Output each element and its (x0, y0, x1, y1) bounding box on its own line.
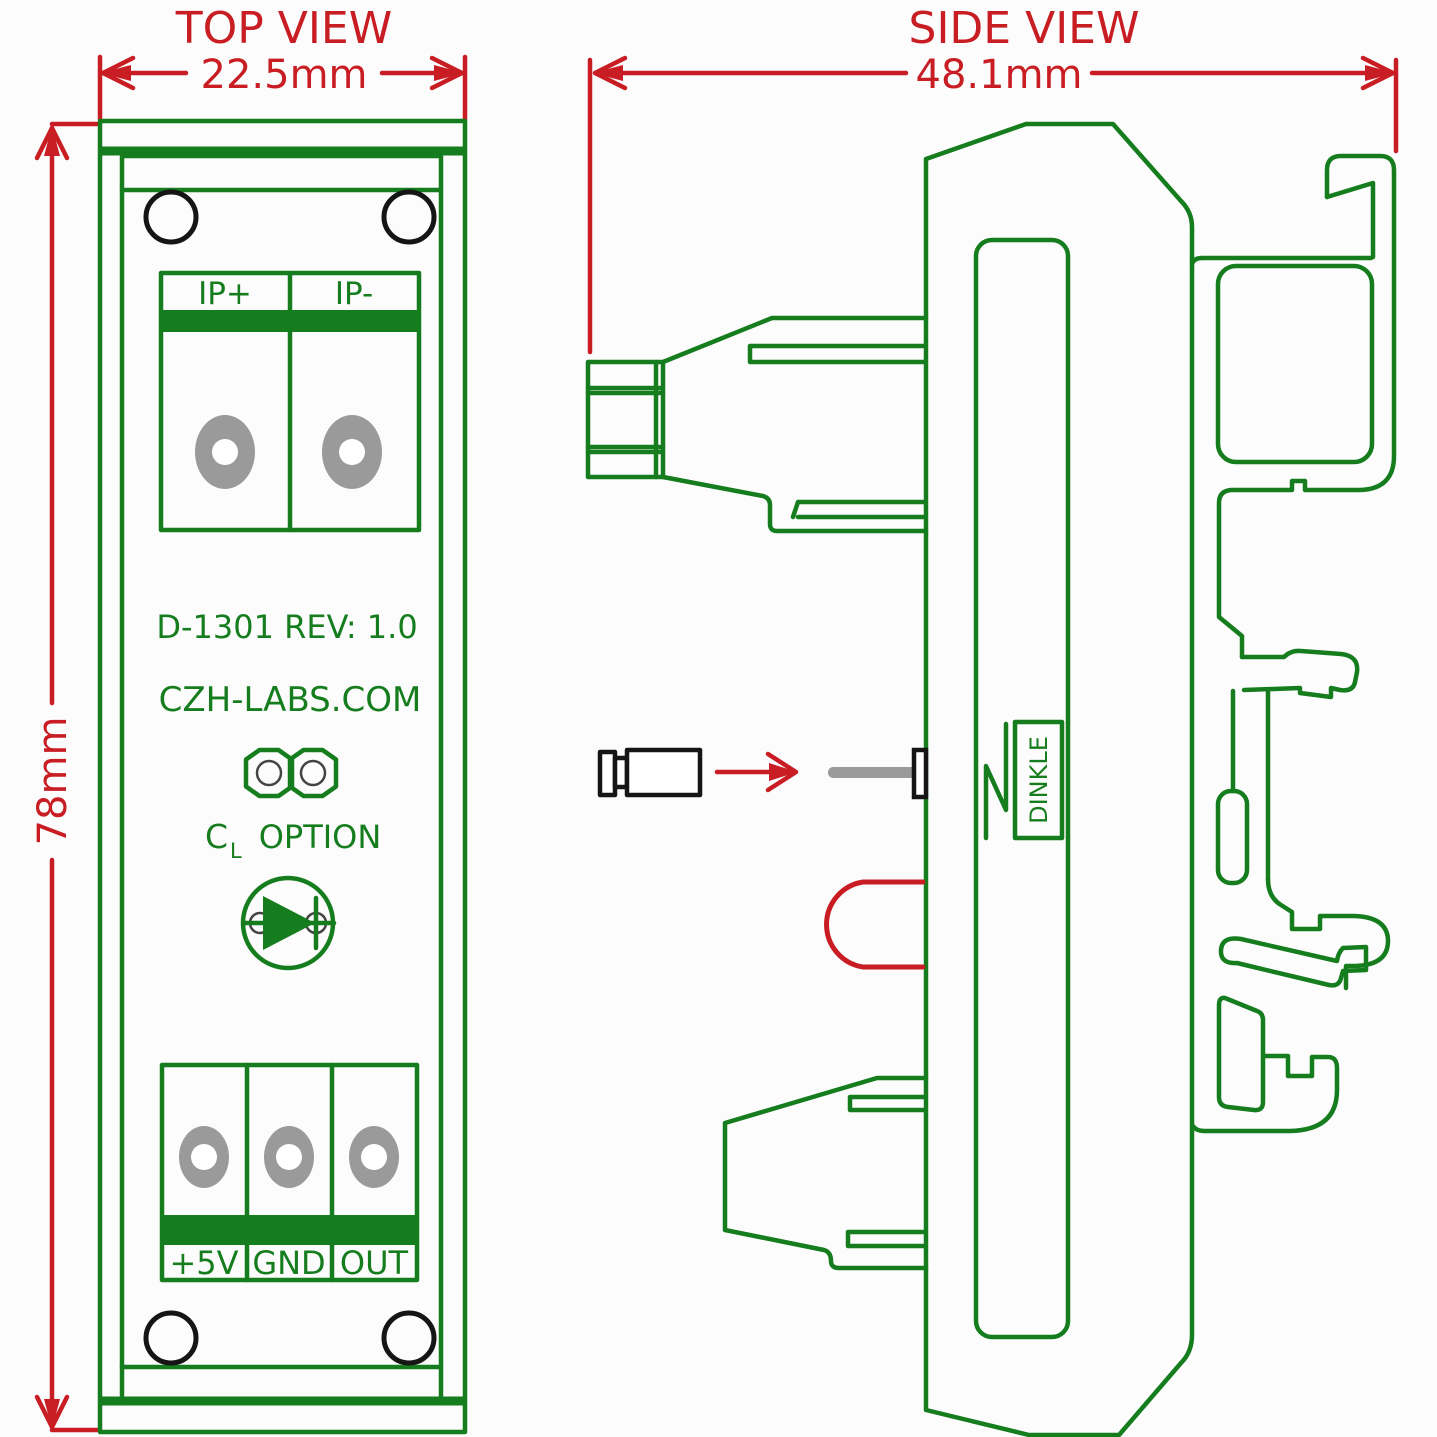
cl-option-sub: L (230, 839, 242, 863)
arrowhead-left (593, 65, 623, 81)
arrowhead-up-chevron (34, 125, 70, 161)
din-rail-and-clips (1189, 153, 1397, 1134)
arrowhead-down-chevron (34, 1394, 70, 1430)
module-shell-outline (97, 118, 468, 1435)
connector-outline (722, 1075, 929, 1271)
connector-pin-upper (747, 343, 927, 365)
terminal-label-gnd: GND (252, 1244, 325, 1282)
lower-connector (722, 1075, 929, 1271)
output-terminal-block: +5V GND OUT (159, 1062, 420, 1283)
carrier-body-outline (923, 121, 1195, 1437)
terminal-screw-hole (361, 1144, 387, 1170)
width-dimension-label: 22.5mm (201, 52, 368, 98)
terminal-screw-hole (276, 1144, 302, 1170)
clip-rib (1230, 688, 1271, 882)
rail-top-flange (1215, 263, 1375, 465)
diode-anode-triangle (263, 896, 315, 950)
arrowhead-up (44, 126, 60, 156)
side-view-title: SIDE VIEW (909, 3, 1140, 54)
cap-detail-lines (585, 359, 666, 480)
arrowhead-right (434, 65, 464, 81)
brand-box (1012, 719, 1065, 841)
clip-slot (1215, 788, 1250, 886)
terminal-screw-hole (191, 1144, 217, 1170)
arrowhead-right-chevron (429, 55, 465, 91)
connector-top-profile (660, 315, 929, 365)
pad-hole (299, 759, 327, 787)
upper-clip-finger (1239, 648, 1360, 700)
component-lead (828, 767, 918, 778)
cl-option-pads (243, 747, 339, 799)
terminal-label-ip-minus: IP- (335, 276, 373, 312)
terminal-block-outline (159, 1062, 420, 1283)
terminal-label-band (162, 1215, 417, 1245)
brand-mark: DINKLE (983, 719, 1065, 841)
pcb-outline (119, 153, 444, 1402)
claw-pocket-top (1189, 255, 1374, 267)
top-view-height-dimension: 78mm (30, 121, 100, 1433)
cl-option-label: C L OPTION (205, 817, 381, 863)
height-dimension-label: 78mm (30, 717, 76, 846)
terminal-label-ip-plus: IP+ (198, 276, 252, 312)
upper-connector (585, 315, 929, 534)
top-view-width-dimension: 22.5mm (97, 52, 468, 122)
mounting-hole (381, 189, 437, 245)
input-terminal-block: IP+ IP- (158, 270, 422, 533)
insert-arrow-chevron (765, 751, 799, 793)
clip-lightening-slot (1216, 995, 1266, 1113)
cl-option-c: C (205, 817, 228, 856)
arrowhead-down (44, 1399, 60, 1429)
connector-bottom-profile (660, 474, 929, 534)
arrowhead-right-chevron (1360, 55, 1396, 91)
insert-arrow-head (769, 763, 797, 781)
board-model-text: D-1301 REV: 1.0 (156, 608, 417, 646)
mounting-hole (143, 189, 199, 245)
octagon-pad (287, 747, 339, 799)
dinkle-logo-icon (983, 721, 1009, 841)
mounting-hole (381, 1310, 437, 1366)
side-view: SIDE VIEW 48.1mm DINKLE (585, 3, 1399, 1437)
connector-pin-lower (845, 1229, 927, 1249)
carrier-pcb-slot (973, 237, 1071, 1340)
arrowhead-right (1365, 65, 1395, 81)
top-view: TOP VIEW 22.5mm 78mm (30, 3, 468, 1435)
bottom-claw (1265, 876, 1391, 991)
arrowhead-left-chevron (592, 55, 628, 91)
led-profile (824, 879, 926, 970)
cl-option-rest: OPTION (259, 818, 382, 856)
diode-symbol (240, 875, 337, 971)
brand-label: DINKLE (1025, 736, 1053, 824)
width-dimension-label: 48.1mm (916, 52, 1083, 98)
top-claw-outline (1216, 153, 1397, 660)
connector-end-cap (585, 359, 666, 480)
spring-clip-arm (1218, 936, 1369, 988)
terminal-label-band (161, 310, 419, 332)
terminal-screw-hole (339, 439, 365, 465)
arrowhead-left (101, 65, 131, 81)
capacitor-body (624, 747, 703, 798)
board-website-text: CZH-LABS.COM (159, 680, 422, 720)
side-view-width-dimension: 48.1mm (587, 52, 1399, 355)
pad-hole (255, 759, 283, 787)
top-view-title: TOP VIEW (175, 3, 392, 54)
bottom-clip-hook (1190, 1053, 1340, 1134)
lead-socket (911, 747, 929, 800)
connector-pin-upper (847, 1094, 927, 1113)
top-claw-inner-notch (1324, 180, 1376, 260)
terminal-screw-hole (212, 439, 238, 465)
terminal-label-5v: +5V (169, 1244, 238, 1282)
arrowhead-left-chevron (100, 55, 136, 91)
connector-pin-lower (790, 499, 927, 520)
terminal-label-out: OUT (340, 1244, 409, 1282)
mounting-hole (143, 1310, 199, 1366)
capacitor-option-detail (597, 747, 929, 970)
octagon-pad (243, 747, 295, 799)
